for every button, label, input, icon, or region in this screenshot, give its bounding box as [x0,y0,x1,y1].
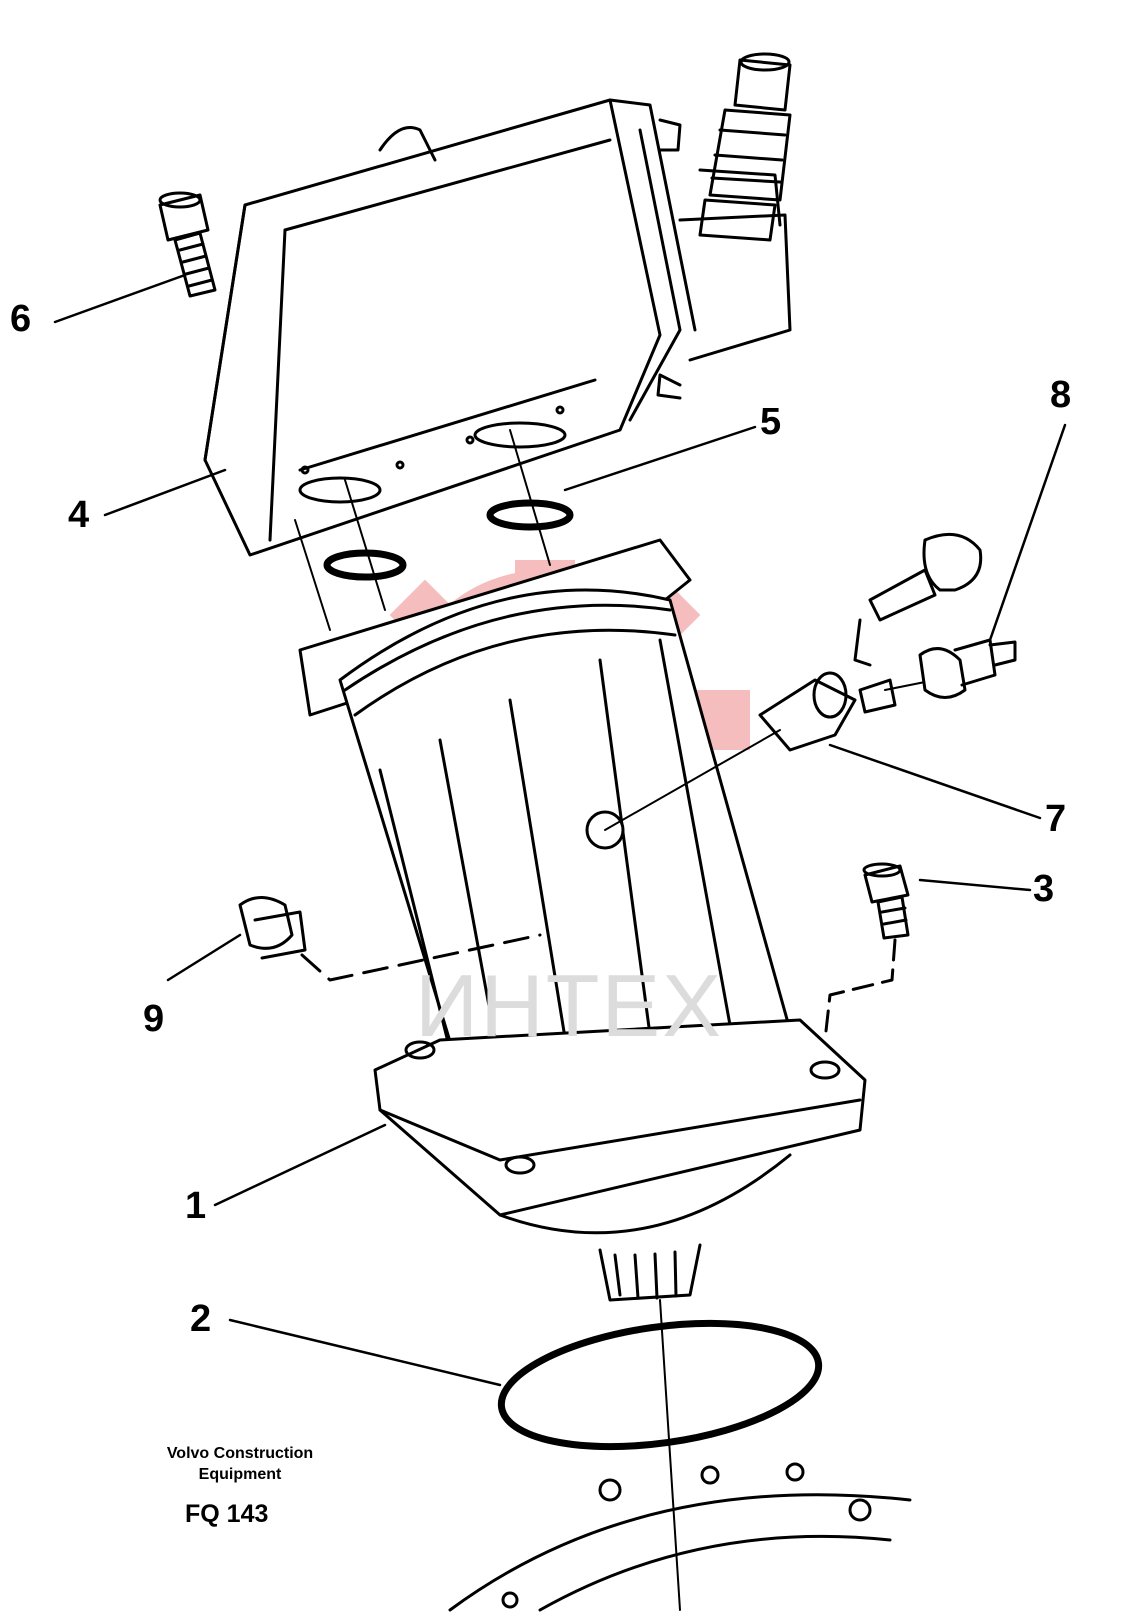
bolt-part-3 [823,862,910,1042]
leader-lines [53,273,1067,1387]
banjo-fitting-part-7 [604,671,936,831]
credit-line-2: Equipment [198,1466,282,1483]
callout-6: 6 [10,298,32,340]
banjo-bolt-icon [853,532,983,667]
plug-part-9 [238,896,542,982]
callout-1: 1 [185,1185,207,1227]
callout-5: 5 [760,401,782,443]
figure-code: FQ 143 [185,1500,269,1528]
credit-line-1: Volvo Construction [166,1445,314,1462]
callout-8: 8 [1050,374,1072,416]
union-part-8 [918,638,1017,699]
valve-block-part-4 [203,98,792,557]
hydraulic-fitting-icon [698,52,792,242]
callout-2: 2 [190,1298,212,1340]
callout-3: 3 [1033,868,1055,910]
o-rings-part-5 [294,429,574,631]
callout-7: 7 [1045,798,1067,840]
motor-body-part-1 [298,538,867,1302]
callout-4: 4 [68,494,90,536]
o-ring-part-2 [497,1319,823,1451]
watermark-text: ИНТЕХ [415,956,723,1055]
callout-9: 9 [143,998,165,1040]
flange-plate [448,1299,912,1612]
bolt-part-6 [158,191,217,298]
